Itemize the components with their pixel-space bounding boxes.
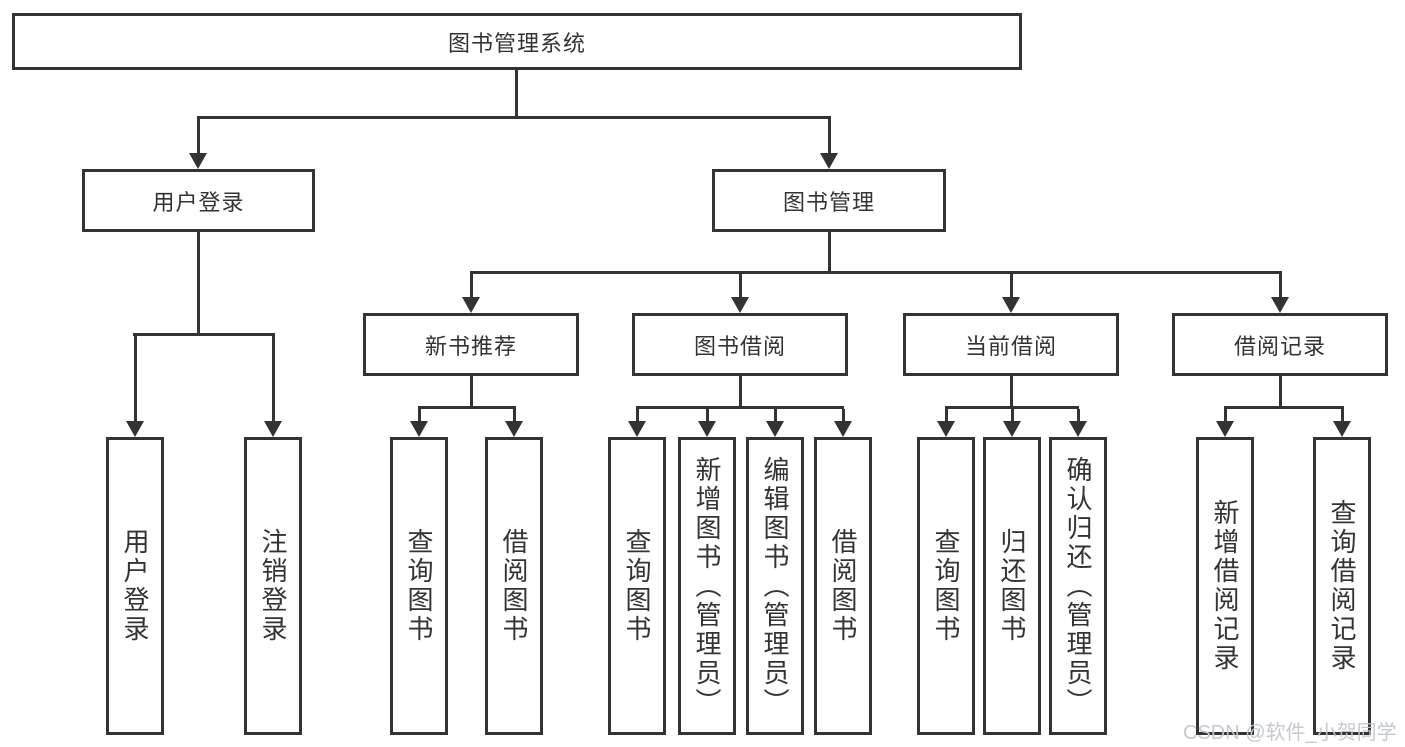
node-book-borrow: 图书借阅: [632, 313, 848, 376]
connector-line: [418, 406, 516, 409]
arrow-down: [766, 421, 784, 437]
connector-line: [134, 336, 137, 421]
connector-line: [739, 274, 742, 297]
connector-line: [842, 409, 845, 421]
arrow-down: [126, 421, 144, 437]
leaf-edit-book-admin: 编辑图书（管理员）: [746, 437, 804, 735]
node-root: 图书管理系统: [12, 13, 1022, 70]
arrow-down: [1271, 297, 1289, 313]
connector-line: [828, 232, 831, 271]
leaf-confirm-return-admin: 确认归还（管理员）: [1049, 437, 1107, 735]
leaf-logout: 注销登录: [244, 437, 302, 735]
arrow-down: [462, 297, 480, 313]
connector-line: [197, 119, 200, 153]
node-current-borrow: 当前借阅: [903, 313, 1119, 376]
node-book-management: 图书管理: [712, 169, 946, 232]
arrow-down: [834, 421, 852, 437]
connector-line: [470, 271, 1282, 274]
arrow-down: [189, 153, 207, 169]
connector-line: [1011, 409, 1014, 421]
leaf-add-book-admin: 新增图书（管理员）: [678, 437, 736, 735]
arrow-down: [1069, 421, 1087, 437]
connector-line: [945, 409, 948, 421]
csdn-watermark: CSDN @软件_小贺同学: [1183, 722, 1397, 744]
connector-line: [515, 70, 518, 118]
connector-line: [418, 409, 421, 421]
node-borrow-records: 借阅记录: [1172, 313, 1388, 376]
connector-line: [1279, 376, 1282, 406]
leaf-query-book-recommend: 查询图书: [390, 437, 448, 735]
connector-line: [513, 409, 516, 421]
connector-line: [1279, 274, 1282, 297]
arrow-down: [1003, 421, 1021, 437]
connector-line: [1077, 409, 1080, 421]
node-user-login: 用户登录: [82, 169, 315, 232]
arrow-down: [820, 153, 838, 169]
arrow-down: [410, 421, 428, 437]
connector-line: [1010, 376, 1013, 406]
leaf-add-borrow-record: 新增借阅记录: [1196, 437, 1254, 735]
leaf-return-book: 归还图书: [983, 437, 1041, 735]
arrow-down: [1216, 421, 1234, 437]
connector-line: [636, 406, 844, 409]
arrow-down: [731, 297, 749, 313]
connector-line: [197, 232, 200, 333]
connector-line: [470, 376, 473, 406]
connector-line: [197, 116, 831, 119]
arrow-down: [505, 421, 523, 437]
connector-line: [945, 406, 1079, 409]
leaf-query-book-borrow: 查询图书: [608, 437, 666, 735]
arrow-down: [1002, 297, 1020, 313]
connector-line: [1224, 406, 1344, 409]
arrow-down: [698, 421, 716, 437]
leaf-query-borrow-record: 查询借阅记录: [1313, 437, 1371, 735]
leaf-borrow-book-recommend: 借阅图书: [485, 437, 543, 735]
arrow-down: [1333, 421, 1351, 437]
connector-line: [774, 409, 777, 421]
arrow-down: [264, 421, 282, 437]
connector-line: [636, 409, 639, 421]
leaf-user-login: 用户登录: [106, 437, 164, 735]
connector-line: [739, 376, 742, 406]
connector-line: [1010, 274, 1013, 297]
connector-line: [828, 119, 831, 153]
connector-line: [1341, 409, 1344, 421]
connector-line: [1224, 409, 1227, 421]
node-new-book-recommend: 新书推荐: [363, 313, 579, 376]
arrow-down: [937, 421, 955, 437]
connector-line: [272, 336, 275, 421]
arrow-down: [628, 421, 646, 437]
connector-line: [470, 274, 473, 297]
connector-line: [133, 333, 275, 336]
leaf-borrow-book: 借阅图书: [814, 437, 872, 735]
leaf-query-book-current: 查询图书: [917, 437, 975, 735]
connector-line: [706, 409, 709, 421]
